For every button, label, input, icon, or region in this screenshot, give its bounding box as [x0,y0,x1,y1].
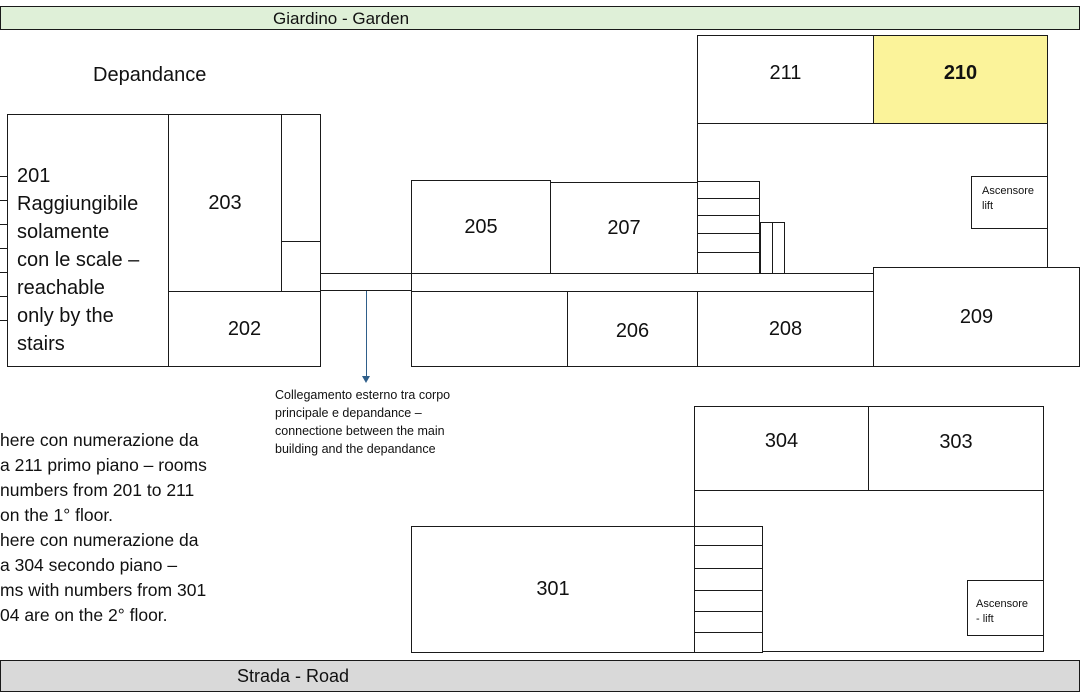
stair-step [694,590,763,591]
legend-line: 04 are on the 2° floor. [0,605,168,625]
room-202: 202 [168,291,321,367]
legend-line: here con numerazione da [0,430,199,450]
room-206-label: 206 [615,319,650,342]
legend-line: numbers from 201 to 211 [0,480,195,500]
legend-line: a 304 secondo piano – [0,555,178,575]
room-210: 210 [873,35,1048,124]
room-203: 203 [168,114,282,292]
legend-line: ms with numbers from 301 [0,580,207,600]
garden-band: Giardino - Garden [0,6,1080,30]
room-303: 303 [868,406,1044,491]
room-205-label: 205 [464,216,498,238]
tick [0,176,7,177]
room-210-label: 210 [943,62,978,84]
staircase-second-floor [694,526,763,653]
stair-step [697,233,760,234]
room-201-note: only by the [17,305,114,327]
stair-step [697,198,760,199]
garden-label: Giardino - Garden [273,9,410,28]
tick [0,296,7,297]
stair-step [697,215,760,216]
room-301: 301 [411,526,695,653]
room-201 [7,114,169,367]
connection-note: Collegamento esterno tra corpo principal… [275,386,450,458]
lift-label: lift [982,200,993,212]
lift-label: - lift [976,613,994,625]
depandance-title: Depandance [93,64,207,86]
room-209: 209 [873,267,1080,367]
stair-step [697,252,760,253]
tick [0,224,7,225]
room-201-number: 201 [17,165,51,187]
external-corridor [320,273,412,291]
road-label: Strada - Road [237,666,350,686]
stair-divider [281,241,321,242]
room-201-note: Raggiungibile [17,193,139,215]
unlabeled-room [411,291,568,367]
room-201-note: stairs [17,333,65,355]
tick [0,200,7,201]
stair-step [694,568,763,569]
room-301-label: 301 [536,578,570,600]
legend-line: here con numerazione da [0,530,199,550]
lift-label: Ascensore [982,185,1034,197]
lift-bottom: Ascensore - lift [967,580,1044,636]
room-303-label: 303 [939,431,973,453]
room-203-label: 203 [208,191,242,214]
room-205: 205 [411,180,551,275]
arrow-head-icon [362,376,370,383]
room-304: 304 [694,406,869,491]
staircase-first-floor [697,181,760,274]
room-209-label: 209 [959,305,994,328]
tick [0,272,7,273]
stair-step [694,632,763,633]
room-202-label: 202 [227,317,262,340]
stair-step [694,545,763,546]
lift-label: Ascensore [976,598,1028,610]
room-208-label: 208 [768,317,803,340]
note-line: Collegamento esterno tra corpo [275,388,451,402]
stair-rail [772,222,785,274]
stair-column [281,114,321,292]
room-201-note: con le scale – [17,249,140,271]
corridor-arrow-line [366,291,367,379]
room-201-note: solamente [17,221,110,243]
note-line: principale e depandance – [275,406,422,420]
note-line: connectione between the main [275,424,445,438]
tick [0,248,7,249]
legend-line: a 211 primo piano – rooms [0,455,207,475]
floor-legend: here con numerazione da a 211 primo pian… [0,428,207,628]
room-207: 207 [550,182,698,275]
room-207-label: 207 [607,217,641,239]
room-304-label: 304 [764,430,799,452]
room-208: 208 [697,291,874,367]
corridor-first-floor [411,273,874,292]
legend-line: on the 1° floor. [0,505,114,525]
room-206: 206 [567,291,698,367]
stair-step [694,611,763,612]
room-201-text: 201 Raggiungibile solamente con le scale… [17,162,139,358]
lift-top: Ascensore lift [971,176,1048,229]
road-band: Strada - Road [0,660,1080,692]
room-211-label: 211 [769,62,802,84]
tick [0,320,7,321]
note-line: building and the depandance [275,442,436,456]
room-211: 211 [697,35,874,124]
room-201-note: reachable [17,277,105,299]
